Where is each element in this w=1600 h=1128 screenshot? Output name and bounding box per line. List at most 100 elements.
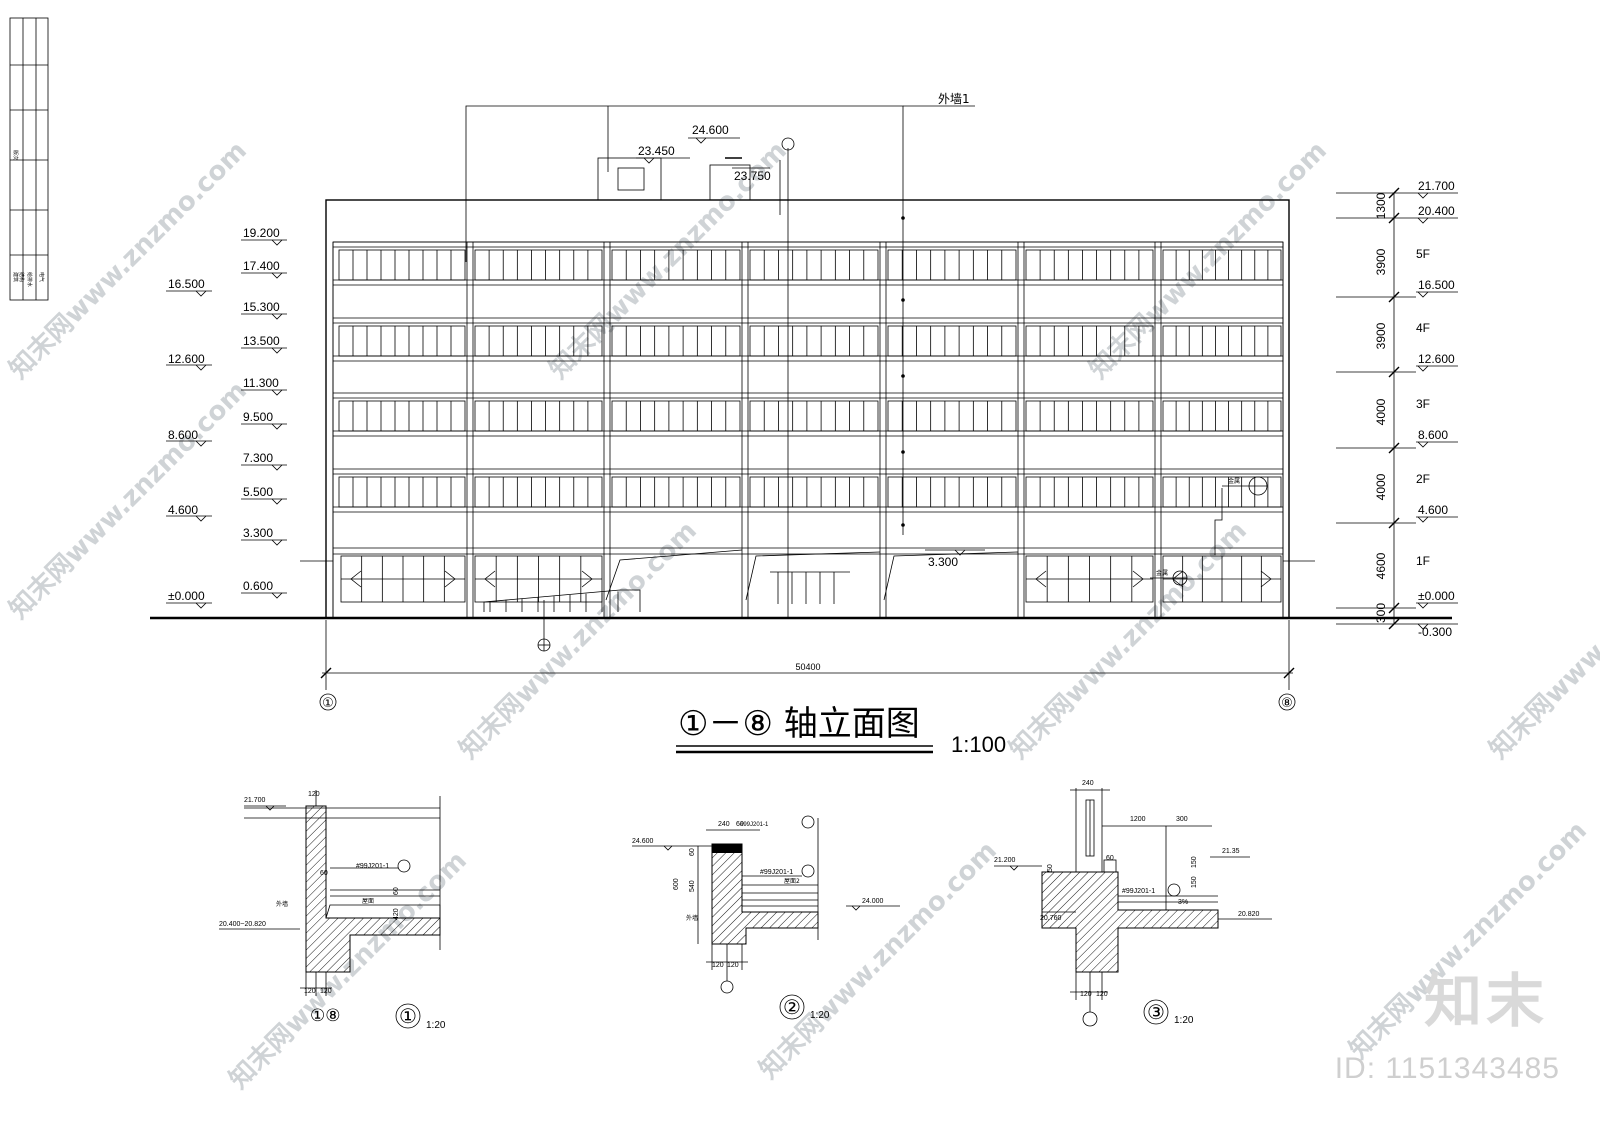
level-marker: 24.600 <box>688 123 740 144</box>
level-value: 7.300 <box>243 451 273 465</box>
dim-value: 4000 <box>1374 398 1388 425</box>
detail-label: 120 <box>308 791 320 798</box>
window-band <box>474 400 603 432</box>
window-band <box>1162 325 1282 357</box>
detail-label: 240 <box>718 821 730 828</box>
dim-value: 1300 <box>1374 192 1388 219</box>
entrance-ramp <box>483 589 641 612</box>
level-value: 13.500 <box>243 334 280 348</box>
detail-label: 21.700 <box>244 797 266 804</box>
image-id: ID: 1151343485 <box>1334 1052 1560 1085</box>
level-value: 3.300 <box>243 526 273 540</box>
window-band <box>474 249 603 281</box>
window-band <box>474 325 603 357</box>
overall-dim-value: 50400 <box>795 662 820 672</box>
detail-mark-label: 金属 <box>1228 477 1240 485</box>
window-band <box>338 400 466 432</box>
callouts: 外墙1 24.600 23.450 23.750 3.300 <box>465 92 1268 652</box>
level-marker: 23.450 <box>636 144 690 164</box>
detail-label: #99J201-1 <box>760 869 793 876</box>
detail-label: 150 <box>1191 876 1198 888</box>
detail-label: 外墙 <box>276 900 288 908</box>
level-value: 0.600 <box>243 579 273 593</box>
detail-label: 屋面 <box>362 898 374 905</box>
outer-wall-label: 外墙1 <box>938 92 970 106</box>
detail-label: 600 <box>673 878 680 890</box>
detail-number: ② <box>783 995 801 1019</box>
detail-label: 3% <box>1178 899 1188 906</box>
detail-3: 240 1200 300 21.200 21.35 #99J201-1 20.7… <box>994 780 1272 1027</box>
detail-label: #99J201-1 <box>356 863 389 870</box>
level-value: 17.400 <box>243 259 280 273</box>
level-value: ±0.000 <box>1418 589 1455 603</box>
level-value: -0.300 <box>1418 625 1452 639</box>
building-outline <box>325 199 1290 619</box>
detail-number: ① <box>399 1004 417 1028</box>
title-block-row: 电气 <box>38 272 45 282</box>
floor-label: 2F <box>1416 472 1430 486</box>
brand-watermark: 知末 <box>1423 967 1548 1035</box>
title-block-row: 结构 <box>18 272 25 282</box>
detail-scale: 1:20 <box>810 1010 830 1021</box>
detail-label: 300 <box>1176 816 1188 823</box>
detail-label: 20.820 <box>1238 911 1260 918</box>
detail-label: #99J201-1 <box>1122 888 1155 895</box>
window-band <box>887 249 1017 281</box>
detail-scale: 1:20 <box>426 1020 446 1031</box>
window-band <box>1025 249 1154 281</box>
floor-label: 4F <box>1416 321 1430 335</box>
watermark-text: 知末网www.znzmo.com <box>1484 516 1600 765</box>
window-band <box>1025 325 1154 357</box>
window-band <box>338 325 466 357</box>
window-band <box>749 325 879 357</box>
level-value: ±0.000 <box>168 589 205 603</box>
detail-1: 21.700 120 #99J201-1 20.400~20.820 120 1… <box>219 790 446 1031</box>
window-band <box>887 476 1017 508</box>
floor-labels: 5F 4F 3F 2F 1F <box>1416 247 1430 568</box>
detail-label: 21.200 <box>994 857 1016 864</box>
window-band <box>611 325 741 357</box>
detail-label: 120 <box>1080 991 1092 998</box>
axis-label-left: ① <box>322 696 334 711</box>
detail-mark-label: 金属 <box>1156 569 1168 577</box>
window-band <box>749 476 879 508</box>
floor-label: 1F <box>1416 554 1430 568</box>
title-block-row: 给排水 <box>26 272 33 287</box>
detail-number: ③ <box>1147 1000 1165 1024</box>
watermark-text: 知末网www.znzmo.com <box>4 376 253 625</box>
level-value: 4.600 <box>1418 503 1448 517</box>
detail-label: 20.400~20.820 <box>219 921 266 928</box>
detail-label: 24.600 <box>632 838 654 845</box>
window-band <box>887 325 1017 357</box>
right-dimension-chain: 1300 3900 3900 4000 4000 4600 300 <box>1374 192 1388 623</box>
level-value: 12.600 <box>168 352 205 366</box>
level-value: 5.500 <box>243 485 273 499</box>
window-band <box>1025 476 1154 508</box>
level-value: 12.600 <box>1418 352 1455 366</box>
window-band <box>887 400 1017 432</box>
window-band <box>611 249 741 281</box>
window-band <box>474 476 603 508</box>
detail-label: 120 <box>727 962 739 969</box>
detail-label: 1200 <box>1130 816 1146 823</box>
left-level-column-inner: 19.200 17.400 15.300 13.500 11.300 9.500… <box>243 226 280 593</box>
dim-value: 3900 <box>1374 322 1388 349</box>
title-block-row: 建筑 <box>12 272 19 282</box>
detail-label: 60 <box>1106 855 1114 862</box>
dim-value: 4000 <box>1374 473 1388 500</box>
detail-scale: 1:20 <box>1174 1015 1194 1026</box>
detail-label: 24.000 <box>862 898 884 905</box>
window-band <box>1025 400 1154 432</box>
detail-label: 60 <box>320 870 328 877</box>
title-block-label: 版次 <box>12 150 19 160</box>
dim-value: 3900 <box>1374 248 1388 275</box>
level-value: 11.300 <box>243 376 279 390</box>
detail-label: 60 <box>736 821 744 828</box>
roof-structure <box>597 157 751 201</box>
floor-label: 3F <box>1416 397 1430 411</box>
axis-label-right: ⑧ <box>1281 696 1293 711</box>
roof-top-level: 24.600 <box>692 123 729 137</box>
drawing-title: ①－⑧ 轴立面图 <box>678 704 920 744</box>
window-band <box>611 476 741 508</box>
